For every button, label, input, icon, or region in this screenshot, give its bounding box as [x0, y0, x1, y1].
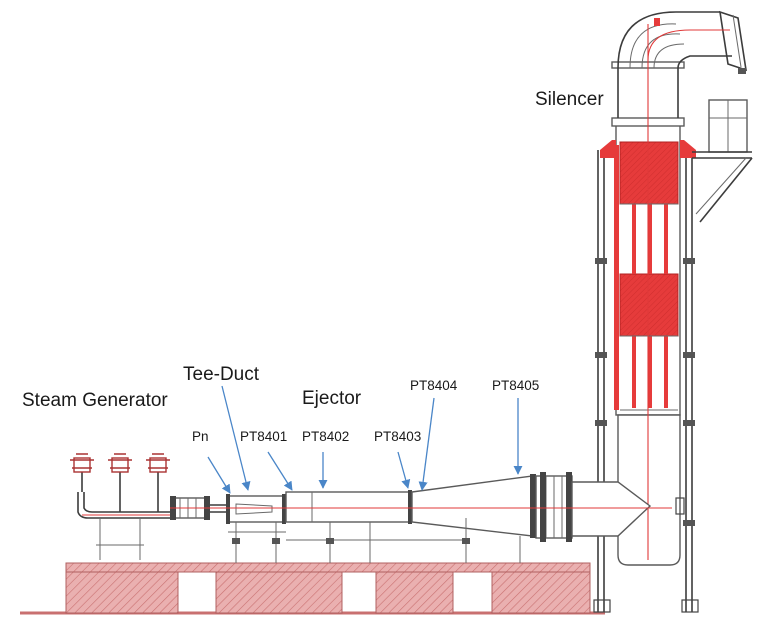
label-pt8405: PT8405 [492, 378, 539, 393]
duct-supports [228, 518, 521, 563]
label-steam-generator: Steam Generator [22, 390, 168, 411]
label-pt8402: PT8402 [302, 429, 349, 444]
duct-assembly [70, 453, 685, 563]
label-pt8403: PT8403 [374, 429, 421, 444]
label-pn: Pn [192, 429, 209, 444]
label-silencer: Silencer [535, 89, 604, 110]
label-ejector: Ejector [302, 388, 362, 409]
arrow-pt8401 [267, 451, 293, 491]
arrow-pn [207, 456, 231, 494]
arrow-pt8403 [397, 451, 411, 489]
burner-1 [70, 453, 94, 492]
absorber-block-lower [619, 273, 679, 337]
silencer-tower [593, 10, 753, 613]
burner-3 [146, 453, 170, 512]
foundation [20, 562, 605, 615]
arrow-pt8404 [418, 397, 435, 491]
label-tee-duct: Tee-Duct [183, 364, 260, 385]
pointer-arrows [207, 385, 523, 494]
labels: Silencer Tee-Duct Steam Generator Ejecto… [22, 89, 604, 444]
label-pt8401: PT8401 [240, 429, 287, 444]
arrow-tee-duct [221, 385, 251, 491]
label-pt8404: PT8404 [410, 378, 458, 393]
absorber-block-upper [619, 141, 679, 205]
burner-2 [108, 453, 132, 512]
